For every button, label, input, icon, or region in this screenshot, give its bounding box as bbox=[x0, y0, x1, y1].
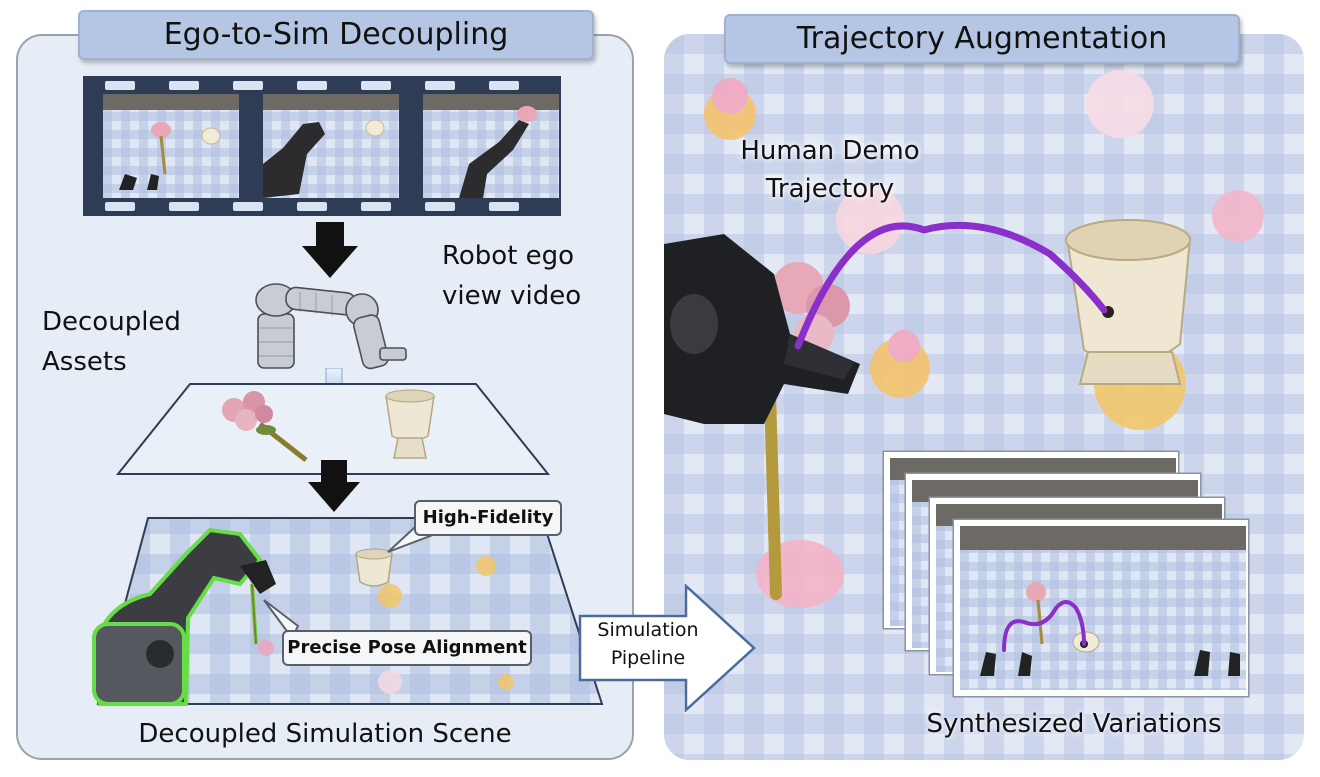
robot-video-label: Robot ego view video bbox=[442, 236, 612, 316]
robot-video-label-line1: Robot ego bbox=[442, 241, 575, 271]
down-arrow-1 bbox=[302, 222, 358, 278]
highlighted-robot-arm bbox=[92, 527, 276, 706]
simulated-flower bbox=[250, 583, 258, 645]
assets-label-line1: Decoupled bbox=[42, 307, 181, 337]
assets-label-line2: Assets bbox=[42, 347, 127, 377]
assets-label: Decoupled Assets bbox=[42, 302, 212, 382]
callout-precise-pose-alignment: Precise Pose Alignment bbox=[282, 630, 532, 666]
synthesized-variations-label: Synthesized Variations bbox=[926, 709, 1222, 739]
simulated-vase bbox=[355, 548, 393, 587]
down-arrow-2 bbox=[308, 460, 360, 512]
callout-high-fidelity: High-Fidelity bbox=[414, 500, 562, 536]
flower-photo bbox=[764, 262, 850, 600]
simulation-pipeline-label: Simulation Pipeline bbox=[586, 616, 710, 672]
film-sprocket-holes bbox=[105, 81, 519, 211]
robot-video-label-line2: view video bbox=[442, 281, 582, 311]
robot-video-filmstrip bbox=[83, 76, 561, 216]
simulation-pipeline-label-line2: Pipeline bbox=[610, 647, 686, 669]
film-frame-2 bbox=[263, 94, 399, 198]
film-frame-1 bbox=[103, 94, 239, 198]
human-demo-trajectory bbox=[794, 222, 1108, 350]
human-demo-label-line2: Trajectory bbox=[765, 174, 895, 204]
synthesized-trajectory bbox=[1002, 600, 1086, 652]
simulation-pipeline-label-line1: Simulation bbox=[597, 619, 699, 641]
robot-gripper-photo bbox=[664, 234, 860, 424]
film-frame-3 bbox=[423, 94, 559, 198]
right-panel-title: Trajectory Augmentation bbox=[724, 14, 1240, 64]
simulation-scene-label: Decoupled Simulation Scene bbox=[138, 719, 512, 749]
flower-bouquet-asset bbox=[222, 391, 308, 462]
assets-plane bbox=[115, 383, 551, 475]
human-demo-label-line1: Human Demo bbox=[740, 136, 920, 166]
vase-photo bbox=[1065, 219, 1192, 385]
vase-asset bbox=[385, 389, 435, 459]
left-panel-title: Ego-to-Sim Decoupling bbox=[78, 10, 594, 60]
human-demo-label: Human Demo Trajectory bbox=[730, 132, 930, 208]
variation-card-4 bbox=[954, 520, 1248, 696]
simulation-scene-plane bbox=[92, 517, 604, 706]
simulation-pipeline-arrow bbox=[578, 584, 756, 712]
decoupled-robot-arm-mesh bbox=[255, 283, 407, 370]
